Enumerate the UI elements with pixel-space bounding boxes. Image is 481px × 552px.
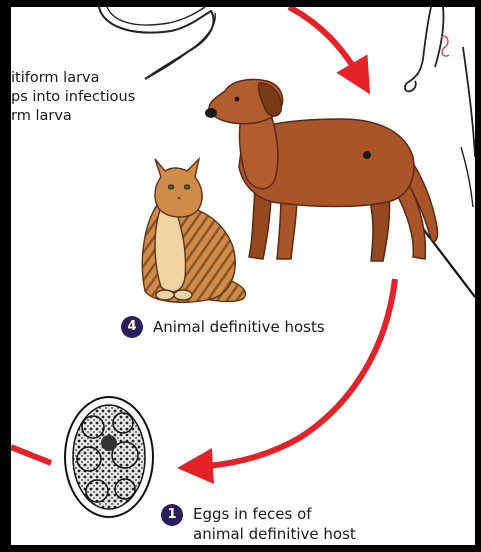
arrow-top: [289, 7, 361, 79]
arrow-middle: [195, 279, 395, 467]
step-4-label: 4 Animal definitive hosts: [121, 316, 325, 338]
step-1-text-line-1: Eggs in feces of: [193, 504, 356, 524]
cat-icon: [142, 159, 245, 302]
lifecycle-diagram: itiform larva ps into infectious rm larv…: [11, 7, 475, 545]
step-4-text: Animal definitive hosts: [153, 316, 325, 338]
step-1-text-line-2: animal definitive host: [193, 524, 356, 544]
egg-icon: [65, 397, 153, 517]
dog-icon: [205, 79, 438, 261]
larva-caption: itiform larva ps into infectious rm larv…: [11, 69, 135, 126]
step-1-label: 1 Eggs in feces of animal definitive hos…: [161, 504, 356, 544]
step-1-text: Eggs in feces of animal definitive host: [193, 504, 356, 544]
step-1-badge: 1: [161, 504, 183, 526]
larva-caption-line-1: itiform larva: [11, 69, 135, 88]
arrow-left: [11, 447, 51, 463]
larva-caption-line-2: ps into infectious: [11, 88, 135, 107]
step-4-badge: 4: [121, 316, 143, 338]
larva-caption-line-3: rm larva: [11, 107, 135, 126]
